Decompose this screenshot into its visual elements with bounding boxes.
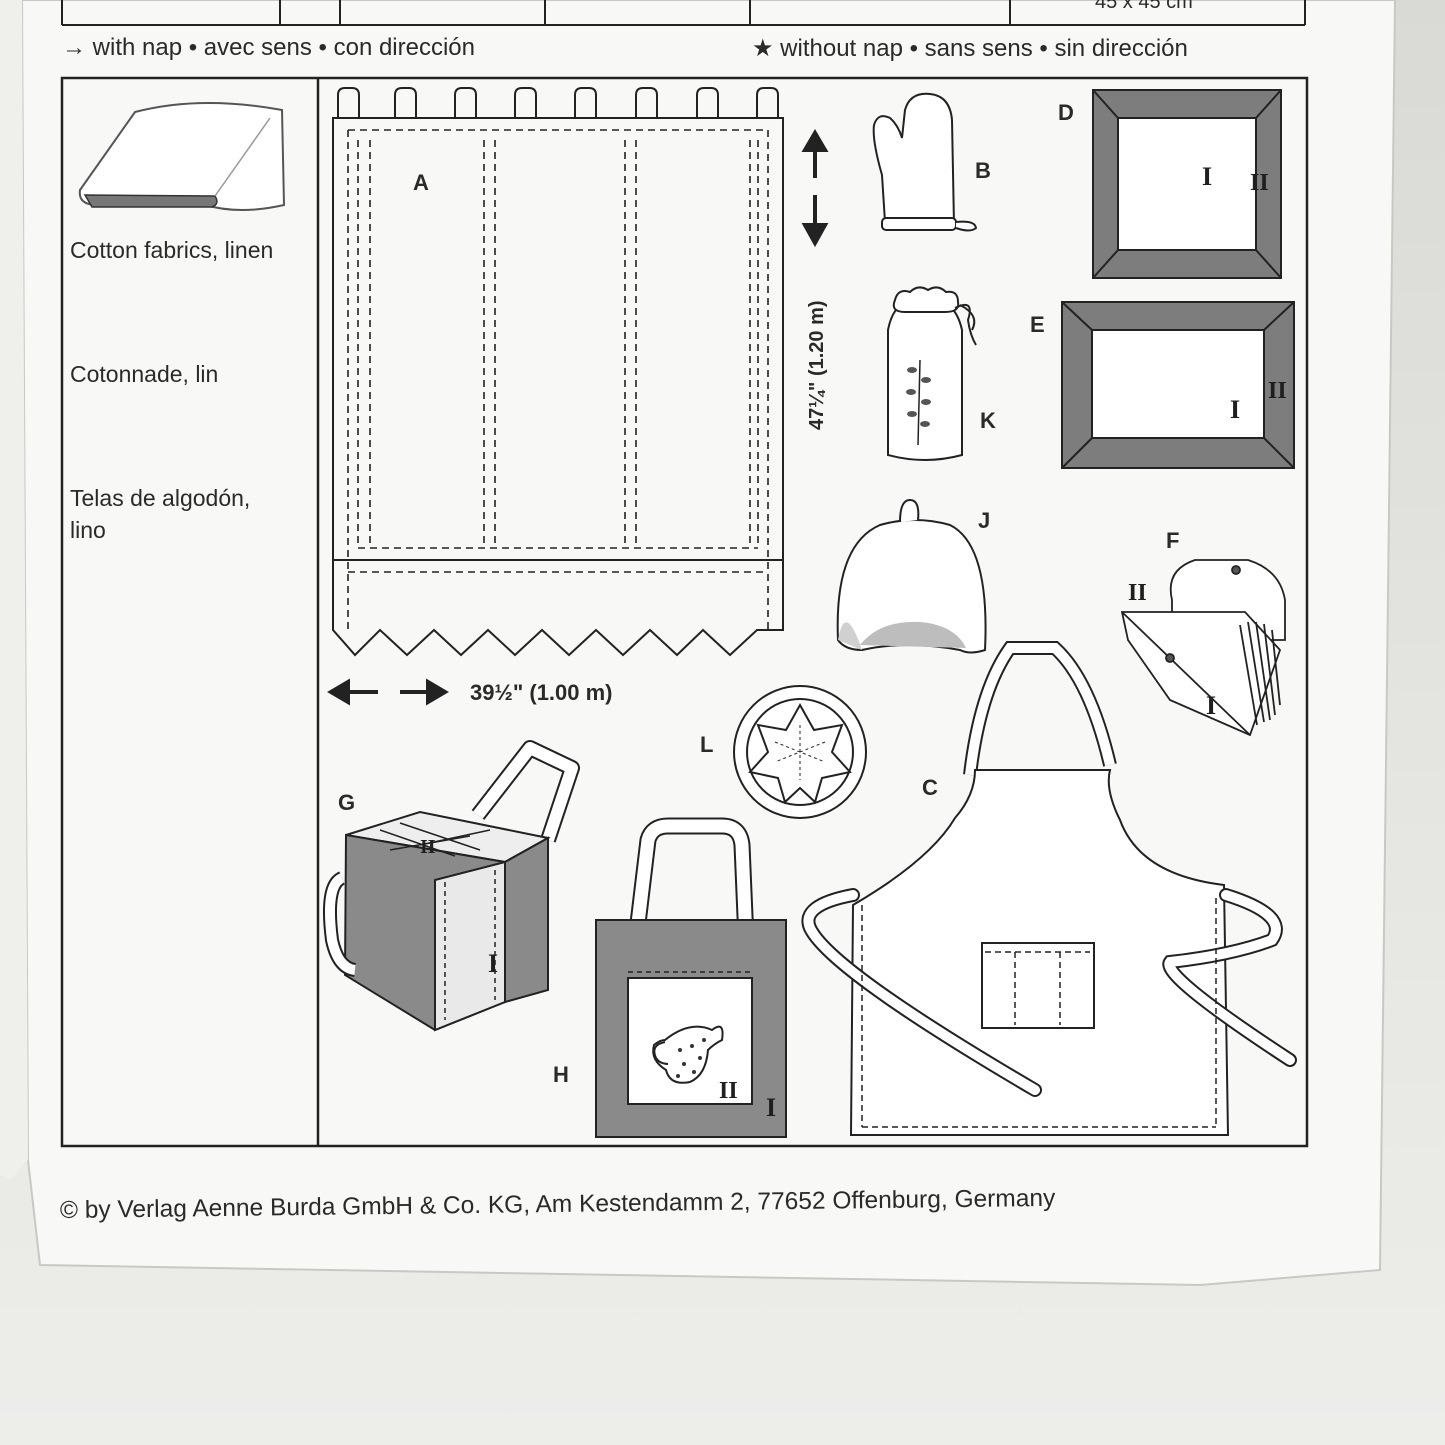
- g-roman-one: I: [488, 949, 498, 978]
- label-a: A: [413, 170, 429, 195]
- view-d-square-frame: [1092, 89, 1282, 279]
- width-measurement: 39½" (1.00 m): [470, 680, 613, 705]
- view-e-rect-frame: [1061, 301, 1295, 469]
- d-roman-one: I: [1202, 162, 1212, 191]
- label-c: C: [922, 775, 938, 800]
- width-arrows: [327, 678, 449, 706]
- label-g: G: [338, 790, 355, 815]
- fabric-english: Cotton fabrics, linen: [70, 237, 273, 263]
- e-roman-two: II: [1268, 378, 1287, 404]
- view-b-oven-mitt: [872, 92, 978, 232]
- label-f: F: [1166, 528, 1179, 553]
- paper-left-fold: [0, 0, 28, 1180]
- f-roman-one: I: [1206, 691, 1216, 720]
- fabric-spanish-2: lino: [70, 517, 106, 543]
- label-d: D: [1058, 100, 1074, 125]
- h-roman-one: I: [766, 1093, 776, 1122]
- e-roman-one: I: [1230, 395, 1240, 424]
- label-l: L: [700, 732, 713, 757]
- view-c-apron: [801, 641, 1297, 1136]
- without-nap-legend: ★ without nap • sans sens • sin direcció…: [752, 35, 1188, 62]
- view-l-coaster: [733, 685, 867, 819]
- view-a-curtain: [332, 87, 784, 657]
- view-j-tea-cosy: [836, 498, 987, 654]
- table-cut-text: 45 x 45 cm: [1095, 0, 1193, 13]
- yardage-table-remnant: [61, 0, 1306, 26]
- fabric-spanish-1: Telas de algodón,: [70, 485, 250, 511]
- curtain-tabs: [337, 87, 779, 118]
- label-h: H: [553, 1062, 569, 1087]
- views-frame: [60, 76, 1309, 1148]
- label-b: B: [975, 158, 991, 183]
- view-k-bottle-bag: [887, 286, 977, 461]
- height-measurement: 47¼" (1.20 m): [806, 300, 828, 430]
- h-roman-two: II: [719, 1078, 738, 1104]
- fabric-french: Cotonnade, lin: [70, 361, 218, 387]
- view-g-bottle-carrier: [323, 740, 580, 1032]
- d-roman-two: II: [1250, 170, 1269, 196]
- label-k: K: [980, 408, 996, 433]
- fabric-roll-icon: [78, 101, 286, 211]
- g-roman-two: II: [420, 836, 436, 858]
- height-arrows: [801, 129, 829, 248]
- label-j: J: [978, 508, 990, 533]
- view-f-accordion-file: [1120, 559, 1286, 737]
- label-e: E: [1030, 312, 1045, 337]
- f-roman-two: II: [1128, 580, 1147, 606]
- with-nap-legend: → with nap • avec sens • con dirección: [62, 34, 475, 61]
- view-h-tote-bag: [595, 817, 787, 1138]
